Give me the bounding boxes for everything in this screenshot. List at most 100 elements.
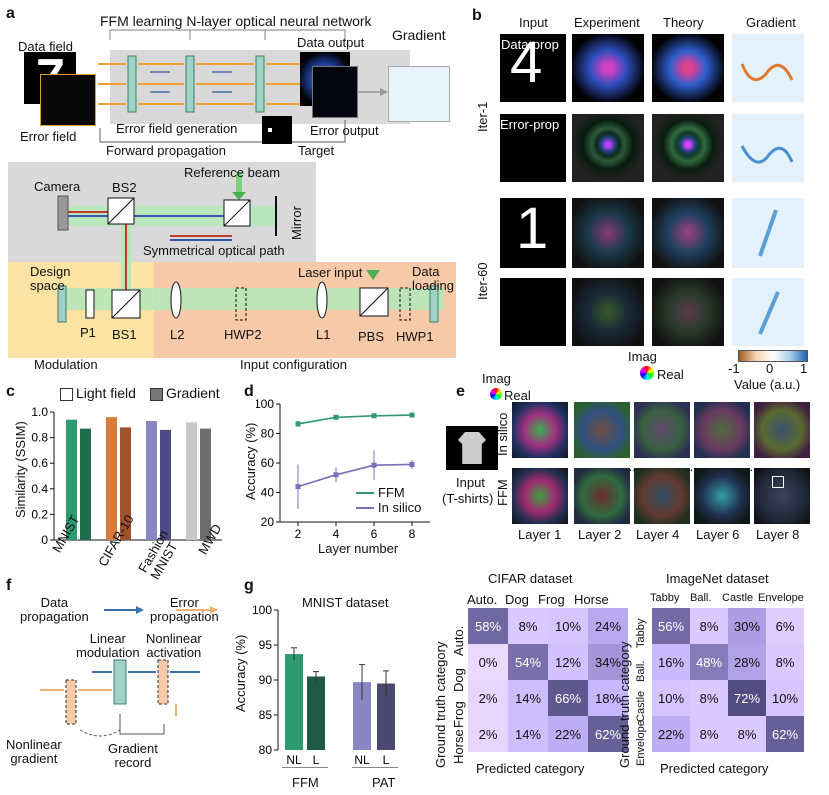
g-group-pat: PAT	[372, 775, 396, 790]
d-legend-insilico-line	[356, 507, 374, 509]
g-bar	[353, 682, 371, 750]
f-nonlinear-activation: Nonlinear activation	[146, 631, 202, 661]
imagenet-col-3: Envelope	[758, 592, 804, 604]
cifar-col-3: Horse	[574, 592, 609, 607]
g-bar	[285, 654, 303, 750]
cifar-cm-cell: 2%	[468, 680, 508, 716]
d-line-insilico	[297, 463, 413, 488]
one-digit-glyph: 1	[516, 196, 549, 261]
e-layer-2: Layer 2	[578, 527, 622, 542]
imagenet-cm-cell: 28%	[728, 644, 766, 680]
target-label: Target	[298, 143, 335, 158]
imagenet-cm-cell: 22%	[652, 716, 690, 752]
cifar-row-0: Auto.	[451, 625, 466, 656]
cifar-cm-row: 2%14%66%18%	[468, 680, 628, 716]
b-real-label: Real	[657, 367, 684, 382]
imagenet-cm-cell: 8%	[728, 716, 766, 752]
bs1-label: BS1	[112, 327, 137, 342]
cifar-confusion-matrix: 58%8%10%24%0%54%12%34%2%14%66%18%2%14%22…	[468, 608, 628, 752]
panel-e-letter: e	[456, 383, 465, 400]
g-bar	[307, 676, 325, 750]
b-phase-wheel-icon	[640, 366, 654, 380]
imagenet-confusion-matrix: 56%8%30%6%16%48%28%8%10%8%72%10%22%8%8%6…	[652, 608, 804, 752]
chart-c: 1.00.80.60.40.20	[31, 405, 222, 547]
reference-beam-label: Reference beam	[184, 165, 281, 180]
hwp1-label: HWP1	[396, 329, 434, 344]
panel-g-letter: g	[244, 577, 254, 594]
iter-60-label: Iter-60	[475, 262, 490, 300]
cifar-cm-cell: 62%	[588, 716, 628, 752]
mirror-label: Mirror	[289, 206, 304, 240]
b-theory-error	[652, 114, 724, 182]
c-ylabel: Similarity (SSIM)	[13, 421, 28, 518]
d-legend-ffm-line	[356, 492, 374, 494]
c-legend-light-swatch	[60, 388, 73, 401]
d-xtick-label: 8	[409, 527, 416, 541]
e-real-label: Real	[504, 388, 531, 403]
imagenet-col-2: Castle	[722, 592, 754, 604]
g-ytick-label: 85	[259, 708, 273, 722]
imagenet-cm-cell: 72%	[728, 680, 766, 716]
iter-1-label: Iter-1	[475, 101, 490, 132]
b-gradient-strokes	[740, 63, 794, 335]
g-bar-label: L	[313, 753, 320, 767]
e-ffm-l2	[574, 468, 630, 524]
d-ytick-label: 20	[261, 515, 275, 529]
b-imag-label: Imag	[628, 349, 657, 364]
c-bar-grad	[80, 428, 91, 540]
target-dot	[268, 128, 272, 132]
forward-propagation-label: Forward propagation	[106, 143, 226, 158]
cifar-cm-cell: 0%	[468, 644, 508, 680]
error-output-label: Error output	[310, 123, 379, 138]
cifar-row-1: Dog	[451, 668, 466, 692]
input-configuration-label: Input configuration	[240, 357, 347, 372]
cifar-cm-cell: 14%	[508, 716, 548, 752]
e-ellipsis-1: ...	[625, 459, 636, 474]
c-bar-grad	[200, 428, 211, 540]
f-gradient-record: Gradient record	[108, 741, 158, 771]
imagenet-cm-cell: 56%	[652, 608, 690, 644]
f-data-propagation: Data propagation	[20, 595, 89, 625]
imagenet-cm-row: 16%48%28%8%	[652, 644, 804, 680]
cifar-cm-row: 58%8%10%24%	[468, 608, 628, 644]
b-image-grid	[500, 34, 820, 354]
pbs-label: PBS	[358, 329, 385, 344]
cifar-cm-cell: 58%	[468, 608, 508, 644]
bs2-label: BS2	[112, 180, 137, 195]
cifar-cm-cell: 18%	[588, 680, 628, 716]
b-col-input: Input	[519, 15, 548, 30]
cifar-cm-cell: 54%	[508, 644, 548, 680]
f-linear-modulation: Linear modulation	[76, 631, 140, 661]
imagenet-row-3: Envelope	[635, 720, 647, 766]
d-line-ffm	[297, 414, 413, 425]
cifar-cm-cell: 2%	[468, 716, 508, 752]
b-colorbar-label: Value (a.u.)	[734, 377, 801, 392]
b-colorbar-tick-max: 1	[800, 361, 808, 376]
cifar-cm-cell: 34%	[588, 644, 628, 680]
c-legend-grad-swatch	[150, 388, 163, 401]
imagenet-cm-cell: 16%	[652, 644, 690, 680]
cifar-cm-cell: 66%	[548, 680, 588, 716]
data-loading-label: Data loading	[412, 264, 454, 293]
imagenet-cm-cell: 10%	[652, 680, 690, 716]
cifar-cm-cell: 24%	[588, 608, 628, 644]
c-ytick-label: 1.0	[31, 405, 48, 419]
imagenet-cm-cell: 10%	[766, 680, 804, 716]
b-col-gradient: Gradient	[746, 15, 796, 30]
data-field-label: Data field	[18, 39, 73, 54]
e-layer-4: Layer 4	[636, 527, 680, 542]
e-input-label: Input	[456, 475, 485, 490]
c-bar-light	[186, 422, 197, 540]
e-layer-8: Layer 8	[756, 527, 800, 542]
l1-label: L1	[316, 327, 331, 342]
c-bar-light	[66, 419, 77, 540]
cifar-col-2: Frog	[538, 592, 565, 607]
e-insilico-l2	[574, 402, 630, 458]
error-prop-label: Error-prop	[500, 117, 560, 132]
d-ytick-label: 40	[261, 486, 275, 500]
imagenet-cm-cell: 8%	[690, 716, 728, 752]
d-point	[409, 412, 415, 418]
b-theory-data-60	[652, 198, 724, 268]
